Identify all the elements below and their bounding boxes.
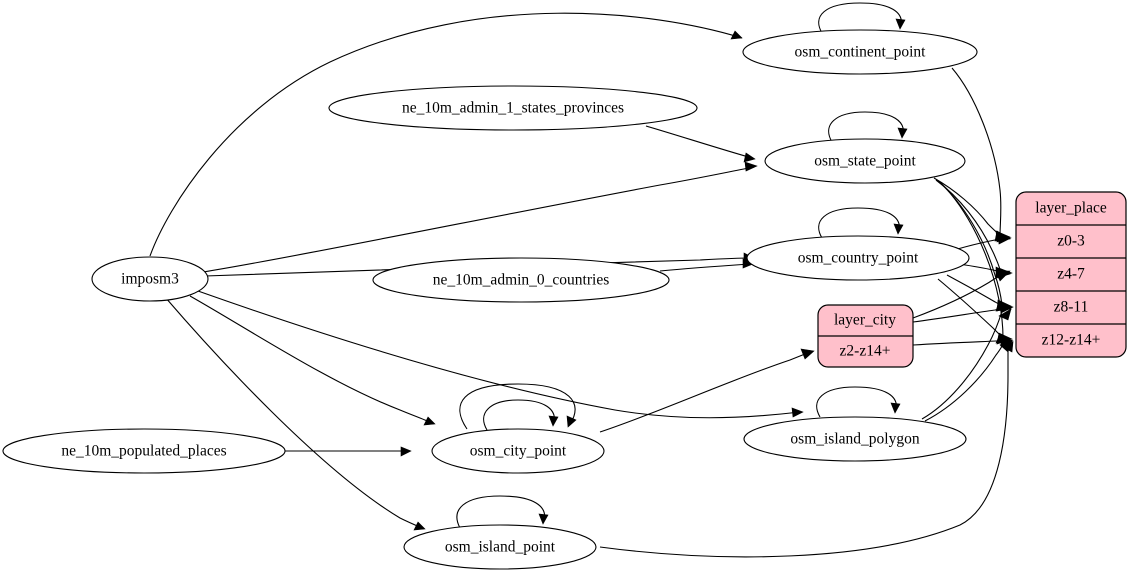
node-layer: imposm3 ne_10m_admin_1_states_provinces … [2, 29, 978, 570]
edge-ne1states-to-osm_state_point [645, 125, 756, 163]
node-osm_state_point[interactable]: osm_state_point [764, 138, 966, 184]
layer_city-row-z2-z14-label: z2-z14+ [840, 343, 891, 360]
layer_place-row-z8-11-label: z8-11 [1054, 299, 1089, 316]
node-osm_island_polygon-label: osm_island_polygon [790, 431, 919, 448]
node-ne_10m_admin_0_countries[interactable]: ne_10m_admin_0_countries [372, 257, 670, 303]
edge-imposm3-to-osm_city_point [189, 295, 436, 426]
edge-osm_country_point-to-layer_place-z0-3 [953, 233, 1012, 251]
edge-osm_city_point-self-loop-inner [483, 399, 559, 431]
edge-imposm3-to-osm_island_point [164, 296, 426, 531]
edge-nepopulated-to-osm_city_point [285, 446, 412, 457]
node-ne_10m_admin_0_countries-label: ne_10m_admin_0_countries [433, 272, 610, 289]
node-ne_10m_populated_places-label: ne_10m_populated_places [61, 443, 226, 460]
edge-imposm3-to-osm_island_polygon [197, 290, 804, 419]
edge-osm_island_polygon-to-layer_place-z12-z14 [924, 339, 1013, 422]
record-node-layer: layer_place z0-3 z4-7 z8-11 z12-z14+ lay… [817, 191, 1127, 368]
node-osm_island_point-label: osm_island_point [445, 539, 556, 556]
node-osm_continent_point-label: osm_continent_point [795, 44, 927, 61]
edge-imposm3-to-osm_state_point [202, 161, 758, 273]
edge-osm_state_point-self-loop [828, 111, 908, 143]
node-osm_island_point[interactable]: osm_island_point [403, 524, 597, 570]
edge-imposm3-to-osm_continent_point [149, 12, 743, 257]
node-osm_country_point[interactable]: osm_country_point [746, 235, 970, 281]
node-imposm3-label: imposm3 [121, 271, 179, 288]
record-node-layer_place[interactable]: layer_place z0-3 z4-7 z8-11 z12-z14+ [1015, 191, 1127, 358]
layer_city-header-label: layer_city [834, 312, 896, 329]
layer_place-row-z0-3-label: z0-3 [1057, 233, 1085, 250]
node-osm_city_point[interactable]: osm_city_point [431, 428, 605, 474]
node-osm_continent_point[interactable]: osm_continent_point [742, 29, 978, 75]
edge-layer_city-to-layer_place-z4-7 [912, 270, 1011, 319]
layer_place-header-label: layer_place [1035, 200, 1107, 217]
node-ne_10m_populated_places[interactable]: ne_10m_populated_places [2, 428, 286, 474]
layer_place-row-z12-z14-label: z12-z14+ [1042, 332, 1101, 349]
node-osm_state_point-label: osm_state_point [814, 153, 916, 170]
node-imposm3[interactable]: imposm3 [91, 256, 209, 302]
node-osm_city_point-label: osm_city_point [470, 443, 567, 460]
edge-layer_city-to-layer_place-z8-11 [912, 302, 1014, 323]
node-ne_10m_admin_1_states_provinces[interactable]: ne_10m_admin_1_states_provinces [328, 85, 698, 131]
node-osm_country_point-label: osm_country_point [798, 250, 919, 267]
edge-osm_island_point-to-layer_place-z12-z14 [599, 341, 1014, 558]
edge-osm_continent_point-self-loop [818, 2, 906, 34]
node-ne_10m_admin_1_states_provinces-label: ne_10m_admin_1_states_provinces [402, 100, 624, 117]
edge-osm_city_point-self-loop-outer [459, 383, 577, 430]
edge-osm_island_polygon-to-layer_place-z8-11 [921, 308, 1012, 420]
edge-layer [149, 2, 1014, 558]
edge-osm_city_point-to-layer_city-z2-z14 [599, 348, 815, 433]
node-osm_island_polygon[interactable]: osm_island_polygon [743, 416, 967, 462]
record-node-layer_city[interactable]: layer_city z2-z14+ [817, 304, 914, 368]
edge-osm_island_point-self-loop [456, 495, 549, 529]
layer_place-row-z4-7-label: z4-7 [1057, 266, 1085, 283]
edge-osm_country_point-self-loop [818, 207, 904, 239]
edge-osm_island_polygon-self-loop [816, 386, 901, 418]
